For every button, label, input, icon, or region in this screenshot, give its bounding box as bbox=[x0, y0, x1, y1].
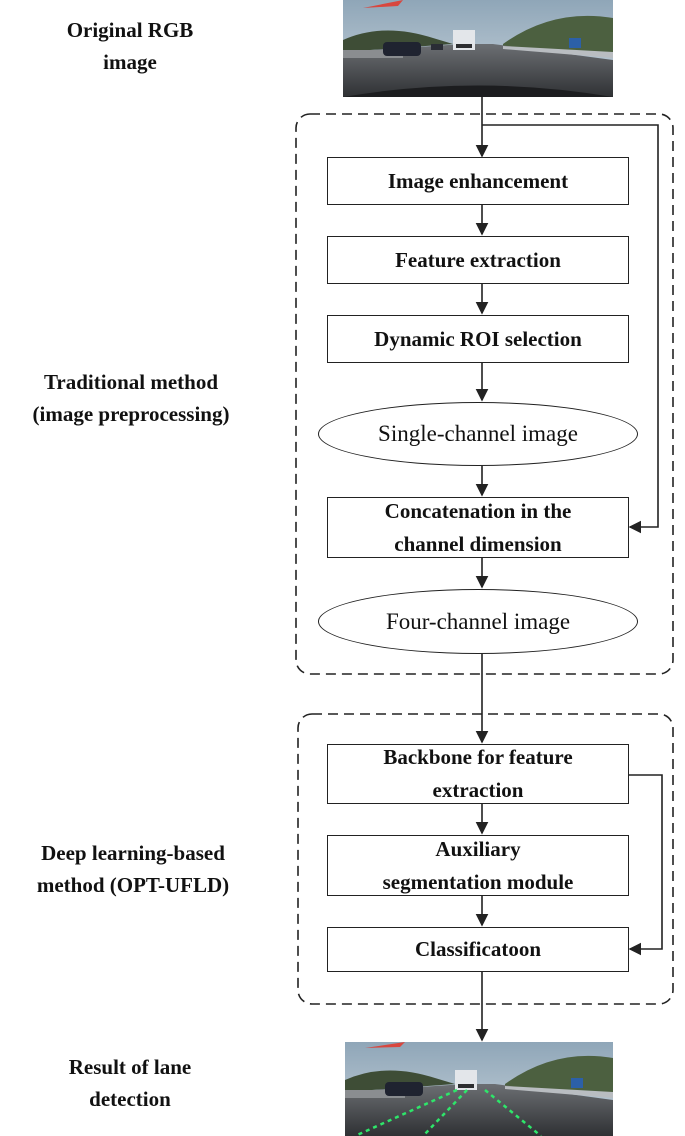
result-label-line-1: Result of lane bbox=[68, 1055, 192, 1079]
backbone-text-line-2: extraction bbox=[432, 778, 524, 802]
result-label: Result of lane detection bbox=[10, 1051, 250, 1115]
deep-label-line-1: Deep learning-based bbox=[41, 841, 225, 865]
concatenation-box: Concatenation in the channel dimension bbox=[327, 497, 629, 558]
concatenation-text-line-2: channel dimension bbox=[394, 531, 562, 556]
classification-text: Classificatoon bbox=[415, 937, 541, 961]
auxiliary-text-line-2: segmentation module bbox=[382, 869, 574, 894]
traditional-group-frame bbox=[295, 113, 674, 675]
traditional-method-label: Traditional method (image preprocessing) bbox=[0, 366, 262, 430]
image-enhancement-box: Image enhancement bbox=[327, 157, 629, 205]
single-channel-text: Single-channel image bbox=[378, 421, 578, 446]
classification-box: Classificatoon bbox=[327, 927, 629, 972]
input-label: Original RGB image bbox=[10, 14, 250, 78]
feature-extraction-text: Feature extraction bbox=[395, 247, 561, 272]
lane-detection-result-photo bbox=[345, 1042, 613, 1136]
dynamic-roi-text: Dynamic ROI selection bbox=[374, 326, 582, 351]
skip-arrow-backbone-to-classification bbox=[628, 774, 663, 956]
four-channel-ellipse: Four-channel image bbox=[318, 589, 638, 654]
auxiliary-text-line-1: Auxiliary bbox=[435, 836, 521, 861]
traditional-label-line-2: (image preprocessing) bbox=[32, 402, 230, 426]
single-channel-ellipse: Single-channel image bbox=[318, 402, 638, 466]
original-rgb-photo bbox=[343, 0, 613, 97]
four-channel-text: Four-channel image bbox=[385, 608, 571, 634]
deep-method-label: Deep learning-based method (OPT-UFLD) bbox=[2, 837, 264, 901]
backbone-box: Backbone for feature extraction bbox=[327, 744, 629, 804]
skip-arrow-rgb-to-concat bbox=[482, 124, 659, 534]
feature-extraction-box: Feature extraction bbox=[327, 236, 629, 284]
backbone-text-line-1: Backbone for feature bbox=[383, 745, 573, 769]
deep-label-line-2: method (OPT-UFLD) bbox=[36, 873, 230, 897]
auxiliary-segmentation-box: Auxiliary segmentation module bbox=[327, 835, 629, 896]
image-enhancement-text: Image enhancement bbox=[387, 168, 569, 193]
deep-group-frame bbox=[297, 713, 674, 1005]
concatenation-text-line-1: Concatenation in the bbox=[384, 498, 572, 523]
input-label-line-2: image bbox=[103, 50, 157, 74]
result-label-line-2: detection bbox=[89, 1087, 171, 1111]
input-label-line-1: Original RGB bbox=[66, 18, 194, 42]
dynamic-roi-box: Dynamic ROI selection bbox=[327, 315, 629, 363]
traditional-label-line-1: Traditional method bbox=[43, 370, 219, 394]
